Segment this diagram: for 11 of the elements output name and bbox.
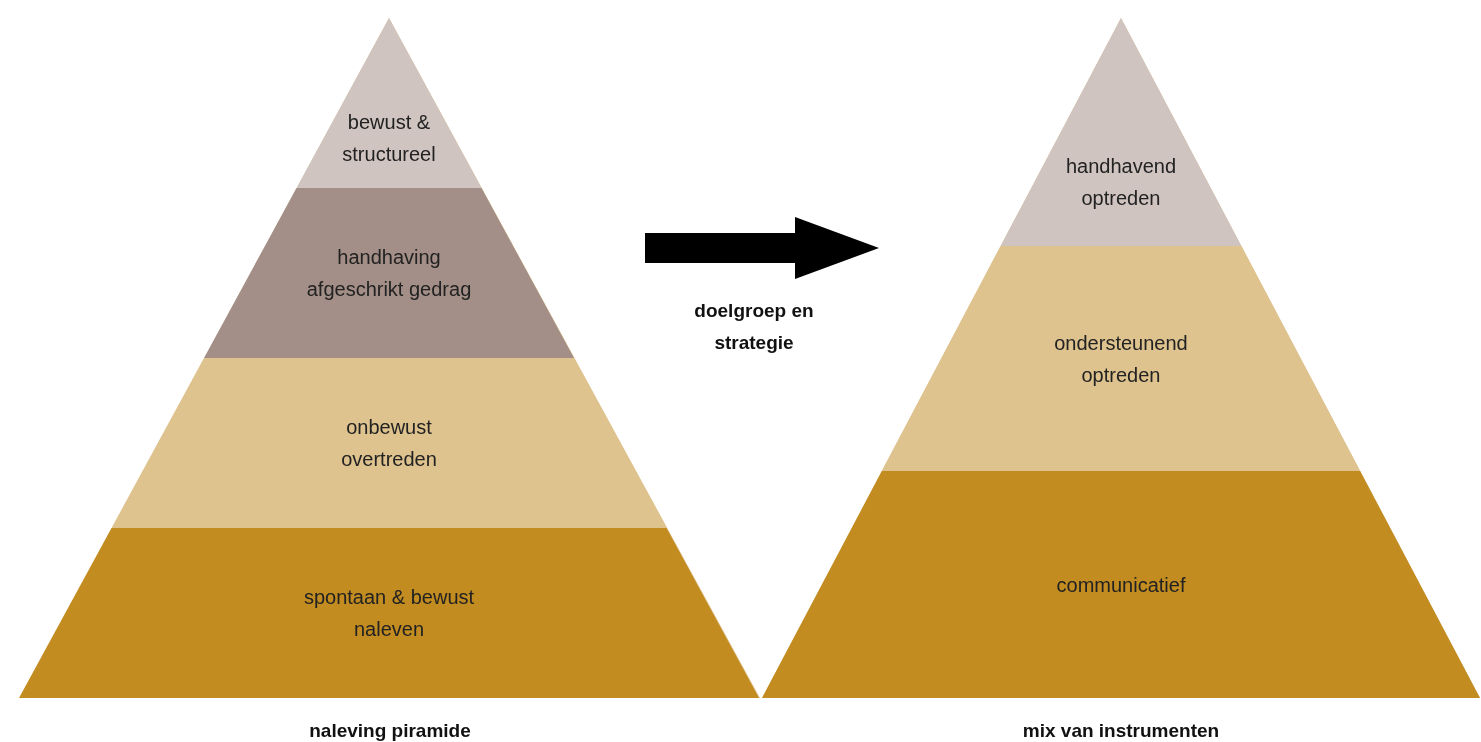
layer-label: handhavend optreden	[1064, 154, 1178, 211]
pyramid-caption: mix van instrumenten	[1021, 720, 1221, 742]
layer-label: communicatief	[1055, 572, 1187, 598]
layer-label: handhaving afgeschrikt gedrag	[305, 245, 473, 302]
layer-label: bewust & structureel	[341, 110, 437, 167]
pyramid-layer	[762, 471, 1480, 698]
pyramid-caption: naleving piramide	[308, 720, 472, 742]
layer-label: ondersteunend optreden	[1053, 330, 1189, 388]
arrow-caption: doelgroep en strategie	[693, 299, 815, 355]
layer-label: spontaan & bewust naleven	[302, 585, 476, 642]
layer-label: onbewust overtreden	[340, 415, 438, 472]
